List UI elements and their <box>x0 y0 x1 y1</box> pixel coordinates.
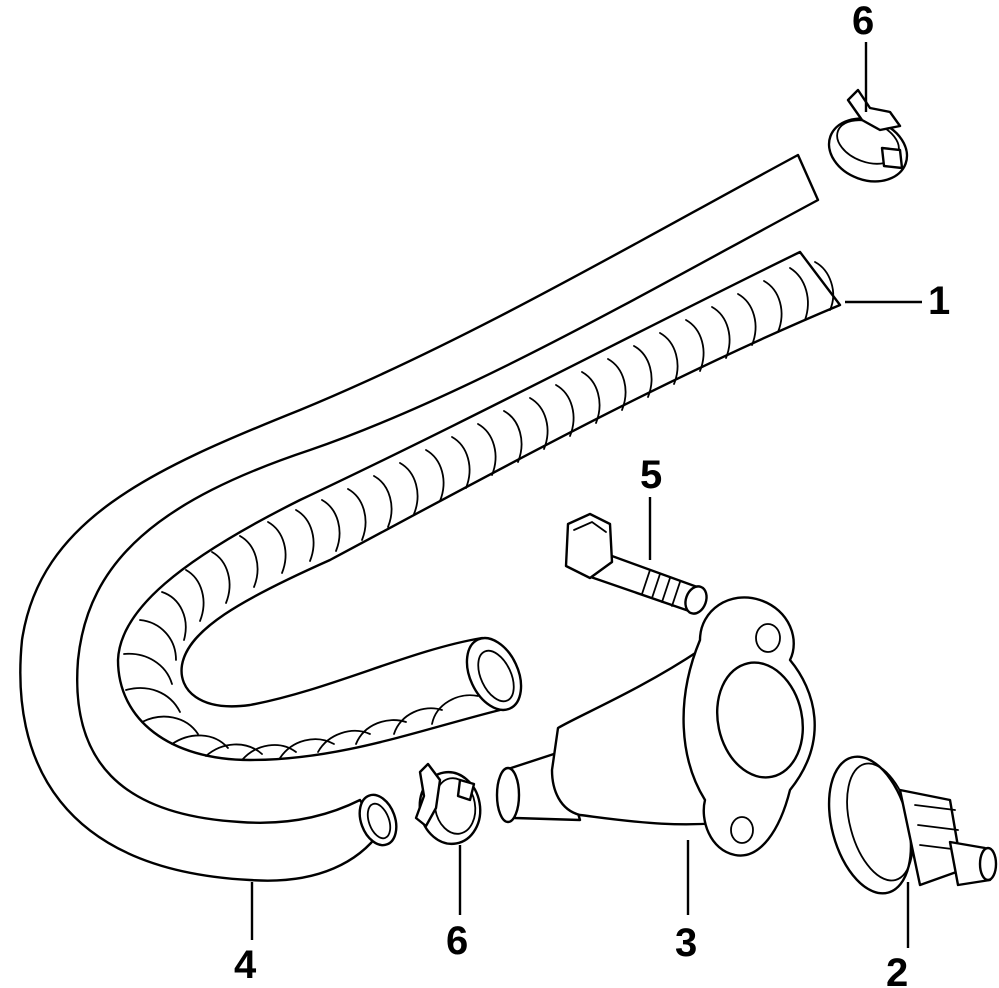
callout-6-top: 6 <box>852 0 874 43</box>
hose-clamp-top-part-6[interactable] <box>820 88 916 192</box>
corrugated-hose-part-1[interactable] <box>116 250 842 762</box>
leader-lines <box>250 42 922 948</box>
corrugation-rings <box>123 261 835 761</box>
callout-3: 3 <box>675 921 697 965</box>
callout-5: 5 <box>640 453 662 497</box>
callout-4: 4 <box>234 943 257 987</box>
bolt-part-5[interactable] <box>564 512 710 617</box>
callout-2: 2 <box>886 951 908 988</box>
callout-6-bottom: 6 <box>446 919 468 963</box>
smooth-hose-part-4[interactable] <box>19 153 820 882</box>
hose-clamp-bottom-part-6[interactable] <box>414 762 486 849</box>
thermostat-part-2[interactable] <box>815 748 998 903</box>
callout-1: 1 <box>928 279 950 323</box>
outlet-housing-part-3[interactable] <box>495 596 816 857</box>
